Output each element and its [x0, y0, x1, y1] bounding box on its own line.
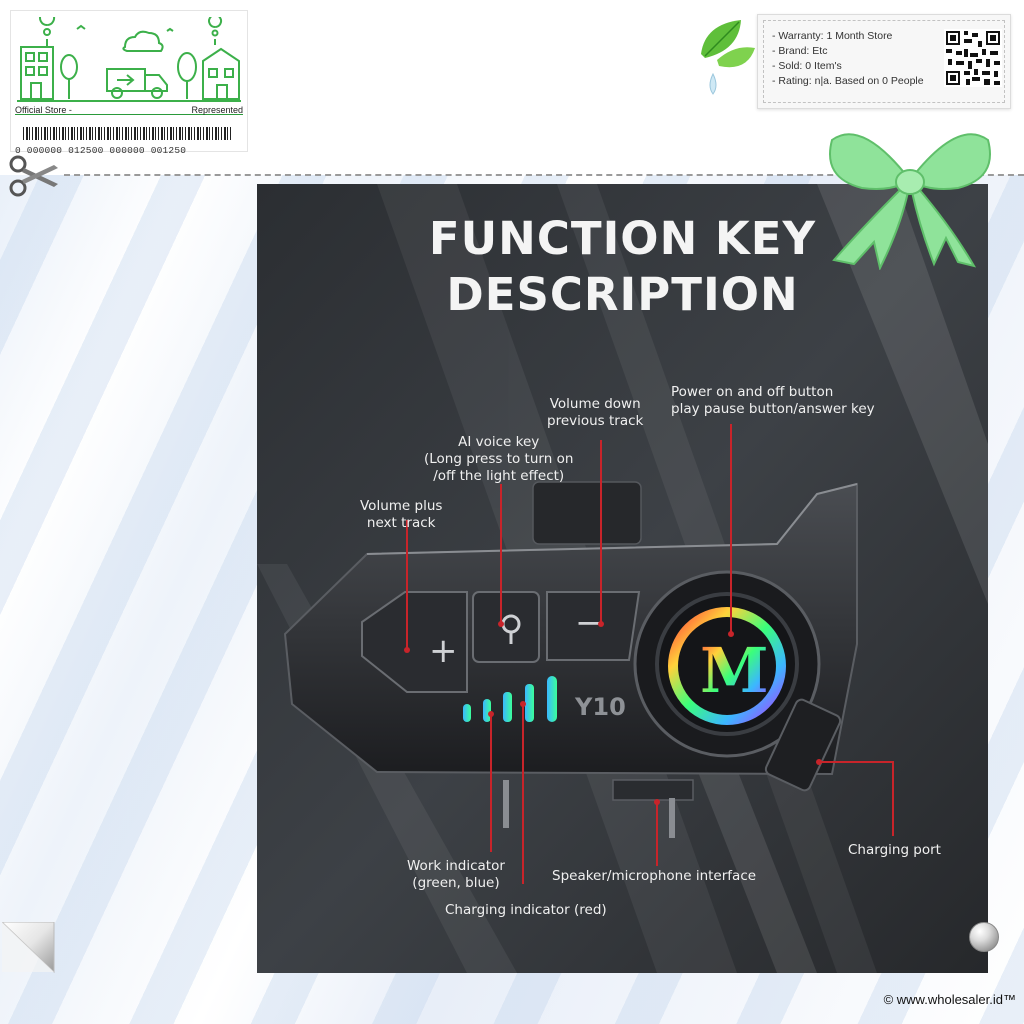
info-card-border: - Warranty: 1 Month Store - Brand: Etc -… — [763, 20, 1005, 103]
qr-code-icon[interactable] — [944, 29, 1002, 87]
product-title-line2: DESCRIPTION — [446, 268, 799, 321]
copyright-text: © www.wholesaler.id™ — [883, 992, 1016, 1007]
volume-plus-callout: Volume plus next track — [360, 498, 442, 532]
warranty-text: - Warranty: 1 Month Store — [772, 30, 893, 42]
page-peel-icon — [2, 922, 55, 974]
work-indicator-line1: Work indicator — [407, 858, 505, 874]
charging-port-callout: Charging port — [848, 842, 941, 858]
speaker-interface-callout: Speaker/microphone interface — [552, 868, 757, 884]
product-illustration: + − M — [257, 184, 988, 973]
ai-voice-line1: AI voice key — [458, 434, 540, 450]
work-indicator-line2: (green, blue) — [412, 875, 500, 891]
store-card: Official Store - Represented 0 000000 01… — [10, 10, 248, 156]
info-list: - Warranty: 1 Month Store - Brand: Etc -… — [772, 29, 924, 89]
product-title-line1: FUNCTION KEY — [428, 212, 817, 265]
store-delivery-illustration — [17, 17, 241, 102]
volume-down-line1: Volume down — [549, 396, 641, 412]
ribbon-bow-icon — [829, 133, 991, 270]
brand-text: - Brand: Etc — [772, 45, 828, 57]
work-indicator-callout: Work indicator (green, blue) — [407, 858, 505, 892]
svg-text:+: + — [429, 631, 458, 671]
barcode-number: 0 000000 012500 000000 001250 — [15, 145, 187, 156]
volume-plus-line1: Volume plus — [360, 498, 443, 514]
svg-text:M: M — [700, 634, 769, 707]
store-divider — [15, 114, 243, 115]
store-represented-label: Represented — [191, 105, 243, 115]
product-info-card: - Warranty: 1 Month Store - Brand: Etc -… — [757, 14, 1011, 109]
volume-down-callout: Volume down previous track — [547, 396, 643, 430]
power-callout-line2: play pause button/answer key — [671, 401, 875, 417]
volume-down-line2: previous track — [547, 413, 644, 429]
store-official-label: Official Store - — [15, 105, 72, 115]
rating-text: - Rating: n|a. Based on 0 People — [772, 75, 924, 87]
scroll-orb-icon[interactable] — [969, 922, 999, 952]
ai-voice-callout: AI voice key (Long press to turn on /off… — [424, 434, 573, 485]
ai-voice-line2: (Long press to turn on — [424, 451, 574, 467]
ai-voice-line3: /off the light effect) — [433, 468, 565, 484]
leaf-droplet-icon — [701, 20, 755, 95]
barcode-icon — [23, 127, 233, 140]
sold-text: - Sold: 0 Item's — [772, 60, 842, 72]
cut-dashed-line — [64, 174, 1024, 176]
model-label: Y10 — [575, 693, 626, 721]
volume-plus-line2: next track — [366, 515, 436, 531]
power-button-callout: Power on and off button play pause butto… — [671, 384, 875, 418]
product-image: + − M — [257, 184, 988, 973]
charging-indicator-callout: Charging indicator (red) — [445, 902, 607, 918]
power-callout-line1: Power on and off button — [671, 384, 834, 400]
scissors-icon — [9, 155, 58, 197]
